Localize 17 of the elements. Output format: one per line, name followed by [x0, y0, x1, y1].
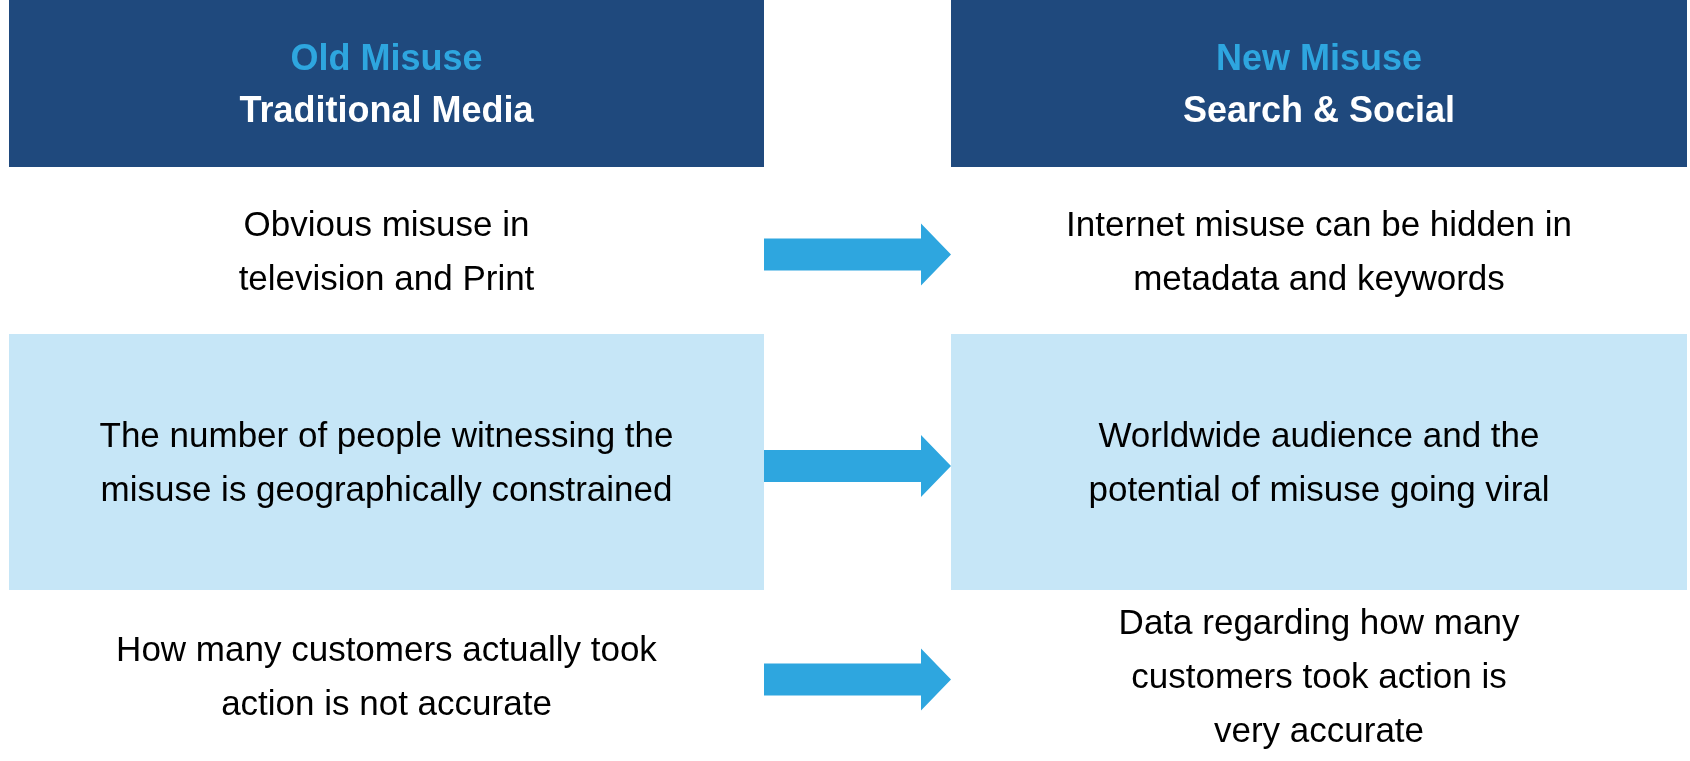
- cell-text: Worldwide audience and the potential of misuse going viral: [1087, 414, 1551, 510]
- header-title: Old Misuse: [290, 35, 483, 80]
- highlighted-row-cell: [951, 334, 1687, 590]
- header-subtitle: Traditional Media: [239, 87, 534, 132]
- cell-text: The number of people witnessing the misuse is geographically constrained: [98, 414, 675, 510]
- arrow: [764, 223, 951, 286]
- column-header: [9, 0, 764, 167]
- highlighted-row-cell: [9, 334, 764, 590]
- cell-text: How many customers actually took action is not accurate: [115, 627, 658, 724]
- column-header: [951, 0, 1687, 167]
- arrow: [764, 648, 951, 711]
- cell-text: Internet misuse can be hidden in metadata and keywords: [1065, 202, 1573, 299]
- header-subtitle: Search & Social: [1182, 87, 1456, 132]
- arrow: [764, 435, 951, 497]
- cell-text: Obvious misuse in television and Print: [237, 202, 536, 299]
- cell-text: Data regarding how many customers took action is very accurate: [1117, 600, 1521, 751]
- header-title: New Misuse: [1215, 35, 1423, 80]
